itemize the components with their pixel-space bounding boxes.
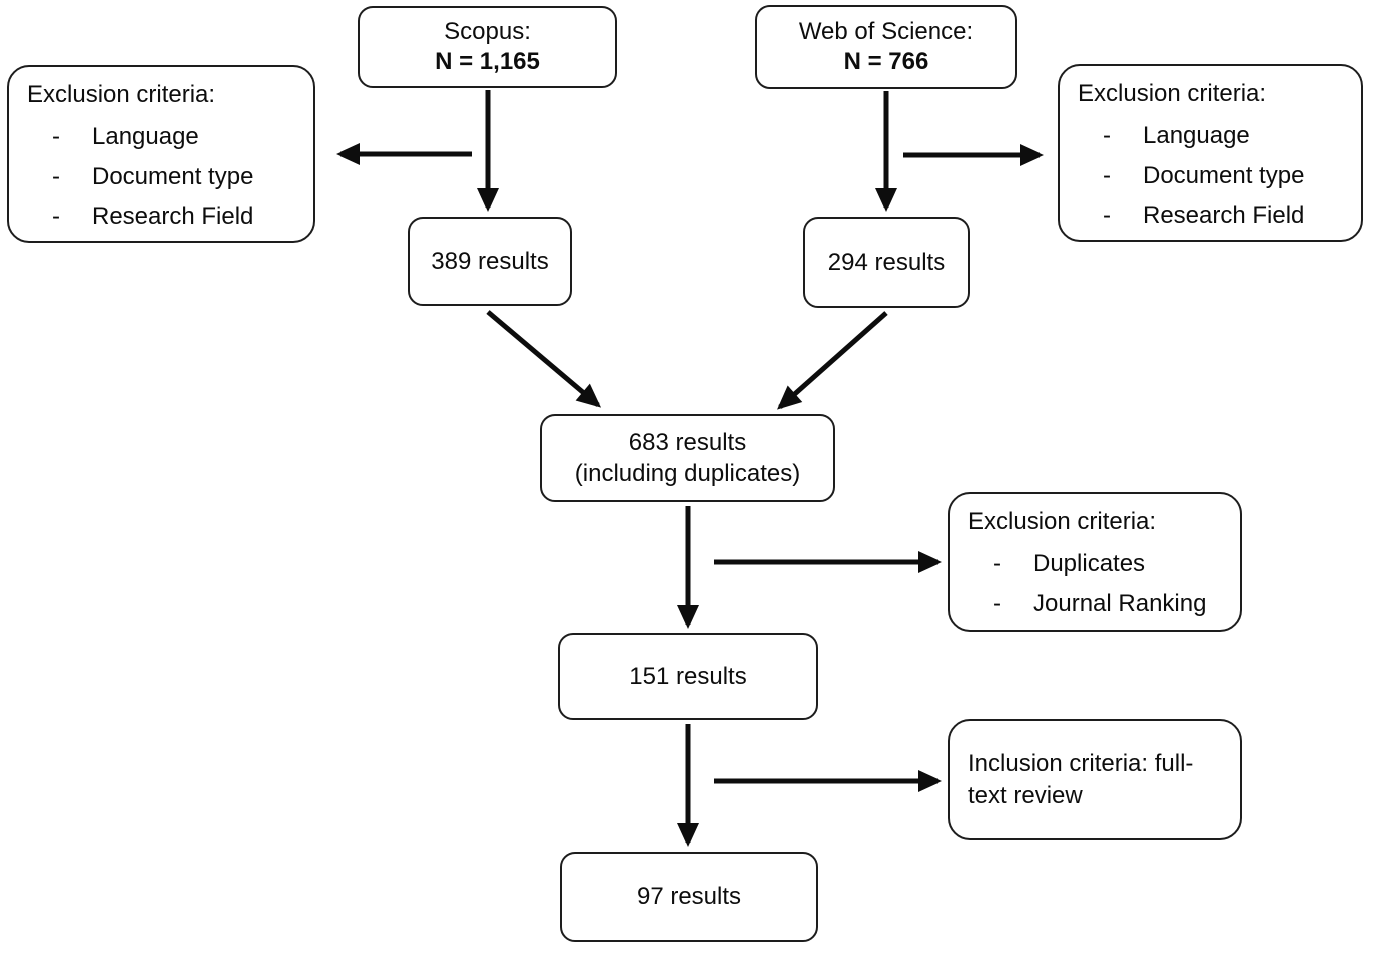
list-item: - Document type (1078, 156, 1353, 196)
exclusion-left-item-research-field: Research Field (92, 203, 254, 230)
exclusion-right-title: Exclusion criteria: (1078, 80, 1267, 107)
exclusion-right-item-document-type: Document type (1143, 162, 1305, 189)
node-combined-results: 683 results (including duplicates) (540, 414, 835, 502)
node-scopus: Scopus: N = 1,165 (358, 6, 617, 88)
combined-count: 683 results (628, 429, 747, 456)
list-item: - Research Field (1078, 196, 1353, 236)
scopus-filtered-count: 389 results (431, 247, 549, 275)
exclusion-left-item-language: Language (92, 123, 199, 150)
list-item: - Research Field (27, 197, 305, 237)
bullet-dash: - (52, 203, 60, 230)
scopus-source-label: Scopus: (444, 18, 531, 45)
exclusion-right-item-language: Language (1143, 122, 1250, 149)
list-item: - Language (1078, 116, 1353, 156)
list-item: - Document type (27, 157, 305, 197)
screened-count: 151 results (629, 662, 747, 690)
node-screened-results: 151 results (558, 633, 818, 720)
wos-filtered-count: 294 results (827, 248, 946, 276)
exclusion-duplicates-title: Exclusion criteria: (968, 508, 1157, 535)
node-exclusion-criteria-left: Exclusion criteria: - Language - Documen… (7, 65, 315, 243)
bullet-dash: - (52, 123, 60, 150)
node-scopus-filtered-results: 389 results (408, 217, 572, 306)
combined-note: (including duplicates) (574, 460, 801, 487)
exclusion-item-journal-ranking: Journal Ranking (1033, 590, 1207, 617)
wos-source-label: Web of Science: (798, 18, 974, 45)
node-final-results: 97 results (560, 852, 818, 942)
bullet-dash: - (993, 550, 1001, 577)
arrow-scopus-to-combined (486, 310, 602, 408)
arrow-wos-to-combined (777, 311, 888, 410)
exclusion-left-title: Exclusion criteria: (27, 81, 216, 108)
bullet-dash: - (993, 590, 1001, 617)
node-inclusion-criteria: Inclusion criteria: full-text review (948, 719, 1242, 840)
exclusion-right-item-research-field: Research Field (1143, 202, 1305, 229)
exclusion-item-duplicates: Duplicates (1033, 550, 1146, 577)
wos-count: N = 766 (843, 48, 929, 75)
exclusion-left-item-document-type: Document type (92, 163, 254, 190)
node-wos-filtered-results: 294 results (803, 217, 970, 308)
bullet-dash: - (1103, 162, 1111, 189)
final-count: 97 results (636, 883, 742, 910)
list-item: - Journal Ranking (968, 584, 1232, 624)
node-exclusion-criteria-right: Exclusion criteria: - Language - Documen… (1058, 64, 1363, 242)
bullet-dash: - (52, 163, 60, 190)
inclusion-criteria-label: Inclusion criteria: full-text review (968, 749, 1194, 809)
node-web-of-science: Web of Science: N = 766 (755, 5, 1017, 89)
list-item: - Duplicates (968, 544, 1232, 584)
bullet-dash: - (1103, 122, 1111, 149)
bullet-dash: - (1103, 202, 1111, 229)
list-item: - Language (27, 117, 305, 157)
scopus-count: N = 1,165 (435, 48, 540, 75)
node-exclusion-criteria-duplicates: Exclusion criteria: - Duplicates - Journ… (948, 492, 1242, 632)
